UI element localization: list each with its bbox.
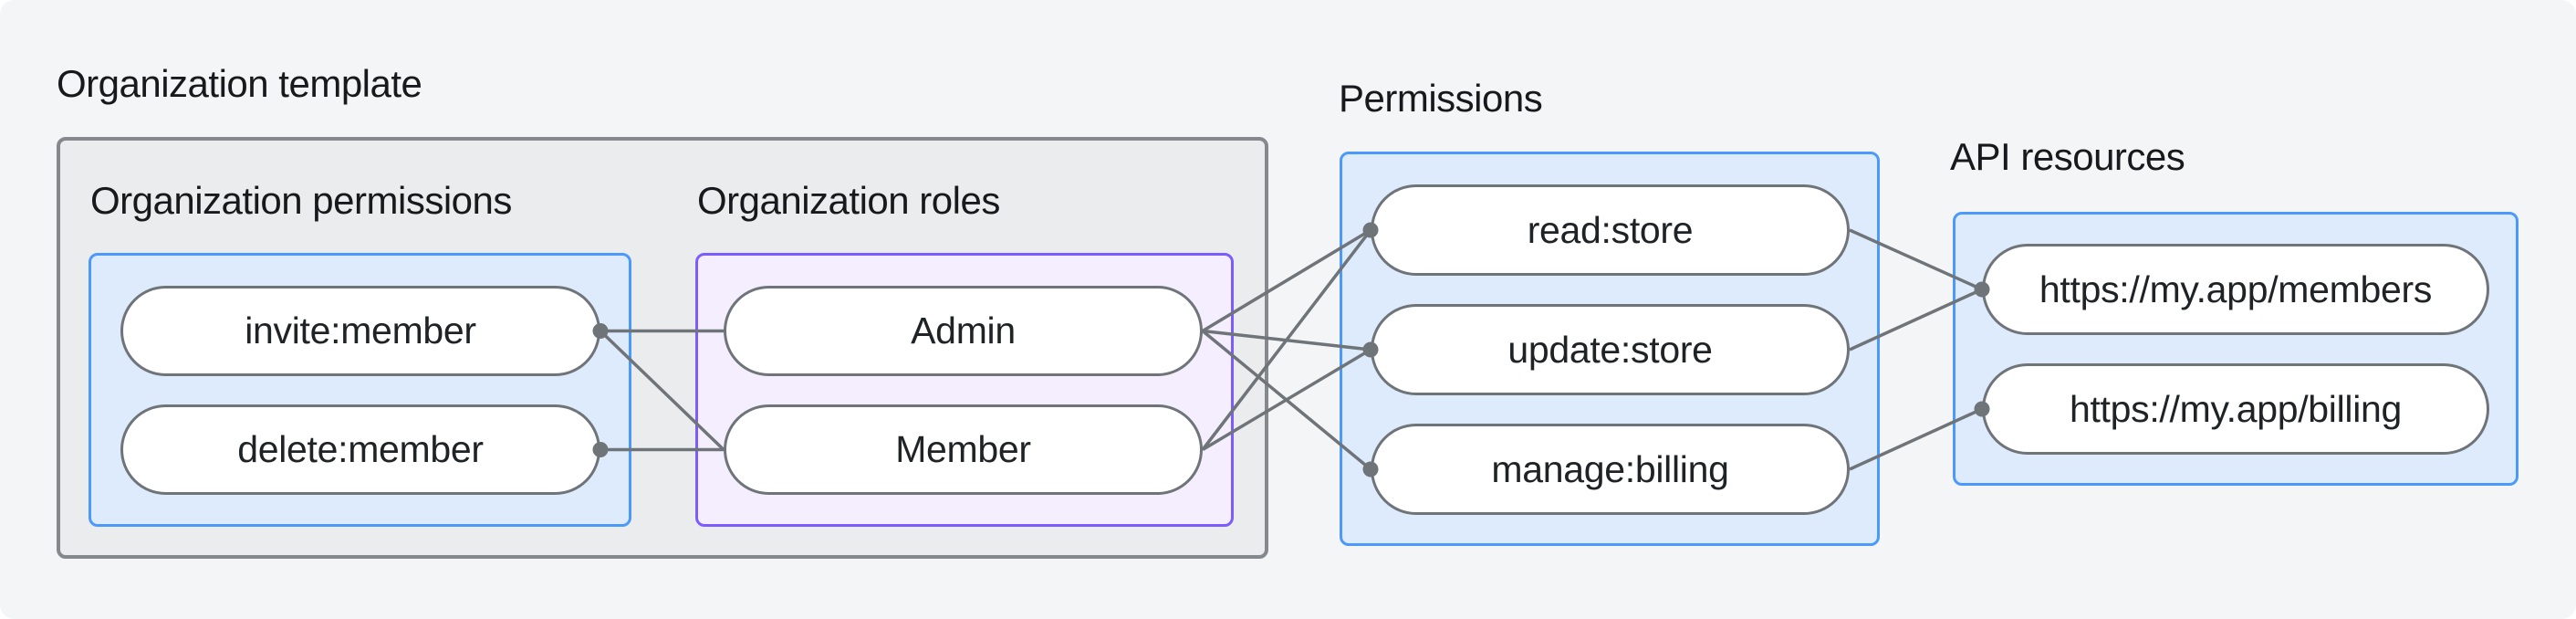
node-delete-member: delete:member bbox=[120, 404, 600, 495]
api-resources-label: API resources bbox=[1950, 135, 2185, 178]
organization-roles-label: Organization roles bbox=[697, 179, 1000, 222]
node-invite-member: invite:member bbox=[120, 286, 600, 376]
node-read-store: read:store bbox=[1371, 184, 1850, 276]
node-manage-billing: manage:billing bbox=[1371, 424, 1850, 515]
node-update-store: update:store bbox=[1371, 304, 1850, 395]
node-api-billing-url: https://my.app/billing bbox=[1982, 363, 2489, 455]
organization-permissions-label: Organization permissions bbox=[90, 179, 512, 222]
permissions-label: Permissions bbox=[1339, 77, 1543, 120]
node-member-role: Member bbox=[724, 404, 1203, 495]
organization-template-label: Organization template bbox=[57, 62, 422, 105]
node-admin-role: Admin bbox=[724, 286, 1203, 376]
node-api-members-url: https://my.app/members bbox=[1982, 244, 2489, 335]
